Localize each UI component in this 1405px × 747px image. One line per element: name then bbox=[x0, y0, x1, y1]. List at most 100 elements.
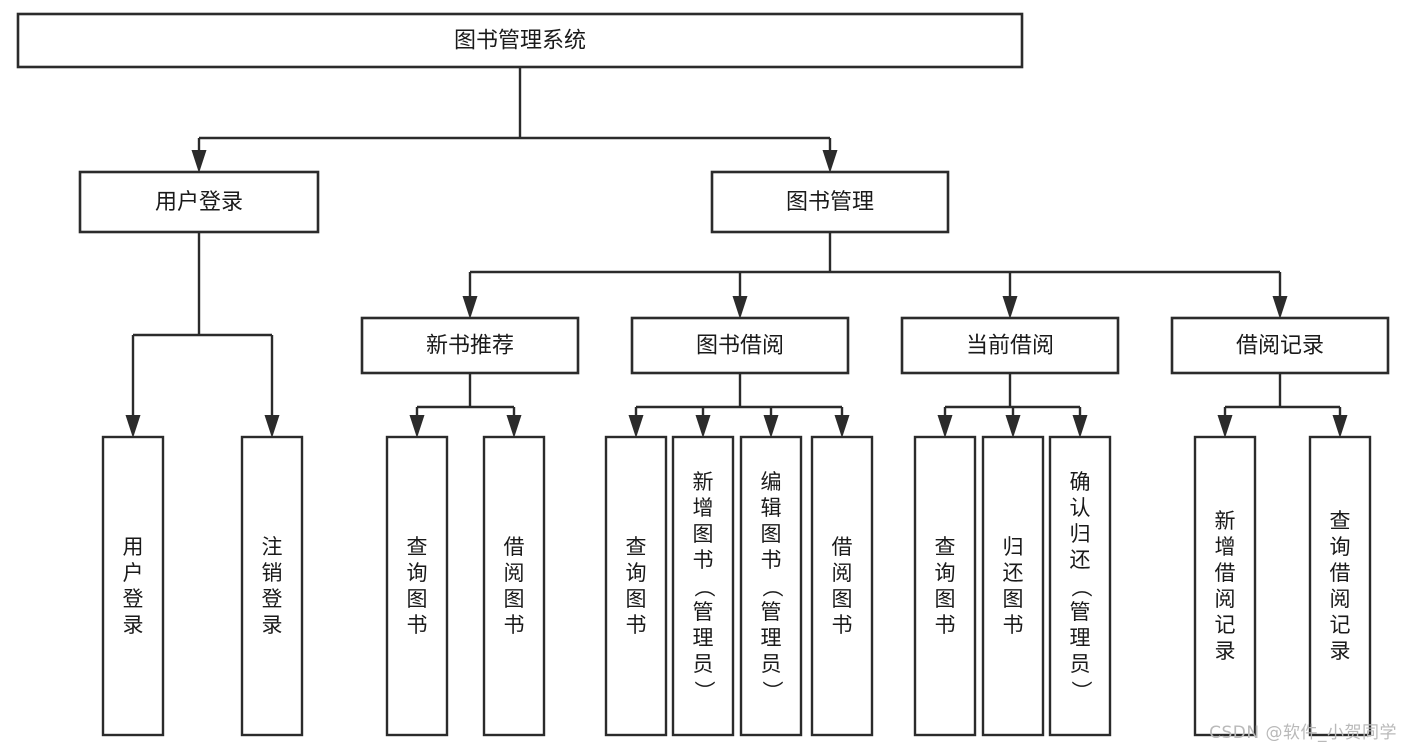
node-label-leaf-query-book-cur-char-1: 询 bbox=[935, 561, 956, 585]
node-label-leaf-borrow-book-rec-char-2: 图 bbox=[504, 587, 525, 611]
node-new-book-rec[interactable]: 新书推荐 bbox=[360, 316, 580, 375]
node-label-leaf-query-book-borrow-char-3: 书 bbox=[626, 613, 647, 637]
node-label-leaf-query-book-cur-char-3: 书 bbox=[935, 613, 956, 637]
arrow-head-leaf-edit-book bbox=[763, 415, 779, 438]
node-root[interactable]: 图书管理系统 bbox=[16, 12, 1024, 69]
node-label-leaf-edit-book-char-0: 编 bbox=[761, 470, 782, 494]
arrow-head-leaf-add-record bbox=[1217, 415, 1233, 438]
node-label-leaf-add-record-char-1: 增 bbox=[1215, 535, 1236, 559]
arrow-head-leaf-logout bbox=[264, 415, 280, 438]
node-label-leaf-edit-book-char-1: 辑 bbox=[761, 496, 782, 520]
node-label-leaf-user-login-char-2: 登 bbox=[123, 587, 144, 611]
node-label-leaf-logout-char-0: 注 bbox=[262, 535, 283, 559]
node-label-leaf-add-record-char-5: 录 bbox=[1215, 639, 1236, 663]
connector-layer bbox=[125, 67, 1348, 438]
node-label-leaf-query-record-char-4: 记 bbox=[1330, 613, 1351, 637]
arrow-head-leaf-borrow-book-rec bbox=[506, 415, 522, 438]
node-label-leaf-borrow-book-rec-char-1: 阅 bbox=[504, 561, 525, 585]
node-label-leaf-user-login-char-3: 录 bbox=[123, 613, 144, 637]
node-label-leaf-add-book-char-1: 增 bbox=[693, 496, 714, 520]
node-box-root[interactable] bbox=[16, 12, 1024, 69]
node-label-leaf-query-record-char-3: 阅 bbox=[1330, 587, 1351, 611]
node-box-leaf-logout[interactable] bbox=[240, 435, 304, 737]
node-label-leaf-user-login-char-0: 用 bbox=[123, 535, 144, 559]
node-box-leaf-add-record[interactable] bbox=[1193, 435, 1257, 737]
node-leaf-user-login[interactable]: 用户登录 bbox=[101, 435, 165, 737]
node-label-leaf-query-record-char-5: 录 bbox=[1330, 639, 1351, 663]
node-label-leaf-edit-book-char-4: （ bbox=[760, 577, 784, 598]
node-label-leaf-borrow-book-rec-char-3: 书 bbox=[504, 613, 525, 637]
node-label-leaf-query-record-char-1: 询 bbox=[1330, 535, 1351, 559]
node-label-leaf-borrow-book-char-0: 借 bbox=[832, 535, 853, 559]
node-label-leaf-confirm-return-char-5: 管 bbox=[1070, 600, 1091, 624]
node-label-leaf-query-record-char-2: 借 bbox=[1330, 561, 1351, 585]
node-label-leaf-confirm-return-char-6: 理 bbox=[1070, 626, 1091, 650]
node-box-leaf-return-book[interactable] bbox=[981, 435, 1045, 737]
arrow-head-leaf-query-record bbox=[1332, 415, 1348, 438]
node-label-leaf-return-book-char-1: 还 bbox=[1003, 561, 1024, 585]
node-box-leaf-borrow-book[interactable] bbox=[810, 435, 874, 737]
node-label-leaf-edit-book-char-7: 员 bbox=[761, 652, 782, 676]
node-borrow-record[interactable]: 借阅记录 bbox=[1170, 316, 1390, 375]
node-label-leaf-borrow-book-char-1: 阅 bbox=[832, 561, 853, 585]
node-label-leaf-add-book-char-5: 管 bbox=[693, 600, 714, 624]
node-label-leaf-add-book-char-3: 书 bbox=[693, 548, 714, 572]
node-box-leaf-borrow-book-rec[interactable] bbox=[482, 435, 546, 737]
node-box-leaf-query-book-rec[interactable] bbox=[385, 435, 449, 737]
node-label-leaf-add-book-char-0: 新 bbox=[693, 470, 714, 494]
node-box-new-book-rec[interactable] bbox=[360, 316, 580, 375]
node-book-borrow[interactable]: 图书借阅 bbox=[630, 316, 850, 375]
node-box-leaf-add-book[interactable] bbox=[671, 435, 735, 737]
node-label-leaf-confirm-return-char-0: 确 bbox=[1070, 470, 1091, 494]
node-label-leaf-add-record-char-2: 借 bbox=[1215, 561, 1236, 585]
node-label-leaf-add-record-char-0: 新 bbox=[1215, 509, 1236, 533]
node-label-leaf-query-book-borrow-char-2: 图 bbox=[626, 587, 647, 611]
node-label-leaf-query-book-rec-char-0: 查 bbox=[407, 535, 428, 559]
node-box-leaf-edit-book[interactable] bbox=[739, 435, 803, 737]
node-label-leaf-return-book-char-2: 图 bbox=[1003, 587, 1024, 611]
node-box-book-borrow[interactable] bbox=[630, 316, 850, 375]
node-label-borrow-record: 借阅记录 bbox=[1236, 334, 1324, 359]
node-box-borrow-record[interactable] bbox=[1170, 316, 1390, 375]
node-label-leaf-return-book-char-3: 书 bbox=[1003, 613, 1024, 637]
arrow-head-leaf-query-book-rec bbox=[409, 415, 425, 438]
arrow-head-borrow-record bbox=[1272, 296, 1288, 319]
node-box-book-manage[interactable] bbox=[710, 170, 950, 234]
node-label-leaf-confirm-return-char-8: ） bbox=[1069, 681, 1093, 702]
node-box-leaf-confirm-return[interactable] bbox=[1048, 435, 1112, 737]
node-box-leaf-query-book-borrow[interactable] bbox=[604, 435, 668, 737]
node-label-book-manage: 图书管理 bbox=[786, 190, 874, 215]
node-label-leaf-confirm-return-char-2: 归 bbox=[1070, 522, 1091, 546]
node-box-user-login[interactable] bbox=[78, 170, 320, 234]
node-label-book-borrow: 图书借阅 bbox=[696, 334, 784, 359]
node-user-login[interactable]: 用户登录 bbox=[78, 170, 320, 234]
arrow-head-leaf-confirm-return bbox=[1072, 415, 1088, 438]
arrow-head-book-borrow bbox=[732, 296, 748, 319]
arrow-head-leaf-query-book-borrow bbox=[628, 415, 644, 438]
node-book-manage[interactable]: 图书管理 bbox=[710, 170, 950, 234]
node-current-borrow[interactable]: 当前借阅 bbox=[900, 316, 1120, 375]
node-label-leaf-add-book-char-2: 图 bbox=[693, 522, 714, 546]
node-label-leaf-edit-book-char-3: 书 bbox=[761, 548, 782, 572]
node-box-leaf-user-login[interactable] bbox=[101, 435, 165, 737]
node-box-leaf-query-book-cur[interactable] bbox=[913, 435, 977, 737]
node-label-leaf-query-book-cur-char-2: 图 bbox=[935, 587, 956, 611]
node-box-leaf-query-record[interactable] bbox=[1308, 435, 1372, 737]
node-label-leaf-add-book-char-8: ） bbox=[692, 681, 716, 702]
node-box-current-borrow[interactable] bbox=[900, 316, 1120, 375]
arrow-head-leaf-query-book-cur bbox=[937, 415, 953, 438]
